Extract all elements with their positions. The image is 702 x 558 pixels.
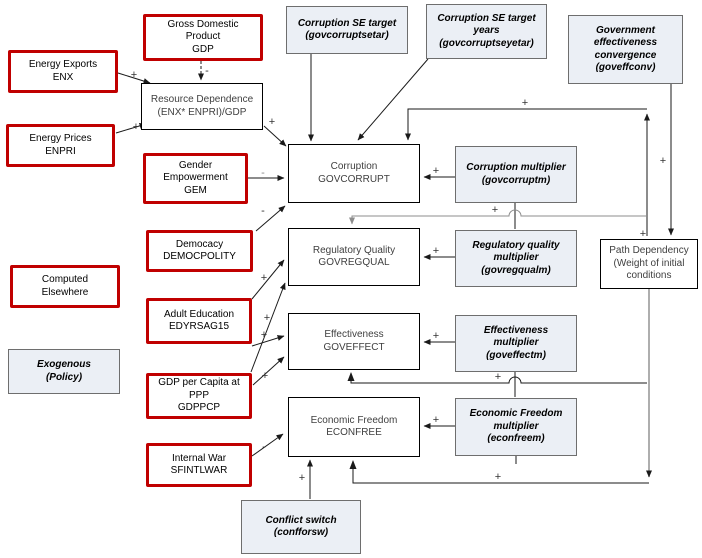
- node-gov-effectiveness-convergence: Government effectiveness convergence (go…: [568, 15, 683, 84]
- node-democracy: Democacy DEMOCPOLITY: [146, 230, 253, 272]
- node-gender-empowerment: Gender Empowerment GEM: [143, 153, 248, 204]
- arrow-enx-resdep: [117, 72, 151, 84]
- edge-sign-feedback-econfree: +: [495, 471, 501, 483]
- arrow-feedback-corruption: [405, 108, 647, 141]
- node-resource-dependence: Resource Dependence (ENX* ENPRI)/GDP: [141, 83, 263, 130]
- node-corruption-se-target: Corruption SE target (govcorruptsetar): [286, 6, 408, 54]
- node-effectiveness: Effectiveness GOVEFFECT: [288, 313, 420, 370]
- edge-sign-goveffconv-pathdep: +: [660, 155, 666, 167]
- node-corruption-se-target-years: Corruption SE target years (govcorruptse…: [426, 4, 547, 59]
- edge-sign-democ-corruption: -: [261, 205, 265, 217]
- edge-sign-feedback-corruption: +: [522, 97, 528, 109]
- arrow-gdppcp-regqual: [250, 282, 286, 373]
- edge-sign-feedback-regqual: +: [492, 204, 498, 216]
- edge-sign-gdp-resdep: -: [205, 65, 209, 77]
- arrow-adulted-effect: [251, 335, 285, 347]
- arrow-gdppcp-effect: [252, 356, 285, 386]
- node-economic-freedom: Economic Freedom ECONFREE: [288, 397, 420, 457]
- node-adult-education: Adult Education EDYRSAG15: [146, 298, 252, 344]
- node-regulatory-quality-multiplier: Regulatory quality multiplier (govregqua…: [455, 230, 577, 287]
- node-economic-freedom-multiplier: Economic Freedom multiplier (econfreem): [455, 398, 577, 456]
- node-effectiveness-multiplier: Effectiveness multiplier (goveffectm): [455, 315, 577, 372]
- arrow-feedback-regqual: [349, 209, 647, 225]
- edge-sign-enx-resdep: +: [131, 69, 137, 81]
- edge-sign-conflict-econfree: +: [299, 472, 305, 484]
- edge-sign-gdppcp-effect: +: [262, 370, 268, 382]
- edge-sign-econfreem-econfree: +: [433, 414, 439, 426]
- node-gdp-per-capita: GDP per Capita at PPP GDPPCP: [146, 373, 252, 419]
- edge-sign-gem-corruption: -: [261, 167, 265, 179]
- edge-sign-adulted-regqual: +: [261, 272, 267, 284]
- arrow-feedback-econfree: [349, 460, 649, 484]
- edge-sign-adulted-effect: +: [261, 329, 267, 341]
- node-conflict-switch: Conflict switch (confforsw): [241, 500, 361, 554]
- node-energy-exports: Energy Exports ENX: [8, 50, 118, 93]
- edge-sign-gdppcp-regqual: +: [264, 312, 270, 324]
- arrow-democ-corruption: [255, 205, 286, 232]
- edge-sign-effectm-effect: +: [433, 330, 439, 342]
- node-corruption-multiplier: Corruption multiplier (govcorruptm): [455, 146, 577, 203]
- legend-exogenous-policy: Exogenous (Policy): [8, 349, 120, 394]
- node-corruption: Corruption GOVCORRUPT: [288, 144, 420, 203]
- edge-sign-regqualm-regqual: +: [433, 245, 439, 257]
- edge-sign-feedback-effect: +: [495, 371, 501, 383]
- edge-sign-intwar-econfree: -: [262, 441, 266, 453]
- edge-sign-resdep-corruption: +: [269, 116, 275, 128]
- arrow-resdep-corruption: [263, 125, 287, 147]
- arrow-seyetar-corruption: [357, 58, 429, 141]
- edge-sign-trunk-pathdep: +: [640, 228, 646, 240]
- node-regulatory-quality: Regulatory Quality GOVREGQUAL: [288, 228, 420, 286]
- legend-computed-elsewhere: Computed Elsewhere: [10, 265, 120, 308]
- arrow-adulted-regqual: [251, 259, 285, 300]
- arrow-intwar-econfree: [251, 433, 284, 457]
- node-path-dependency: Path Dependency (Weight of initial condi…: [600, 239, 698, 289]
- edge-sign-enpri-resdep: +: [133, 121, 139, 133]
- node-gdp: Gross Domestic Product GDP: [143, 14, 263, 61]
- node-internal-war: Internal War SFINTLWAR: [146, 443, 252, 487]
- arrow-feedback-effect: [347, 372, 647, 384]
- edge-sign-corruptm-corruption: +: [433, 165, 439, 177]
- node-energy-prices: Energy Prices ENPRI: [6, 124, 115, 167]
